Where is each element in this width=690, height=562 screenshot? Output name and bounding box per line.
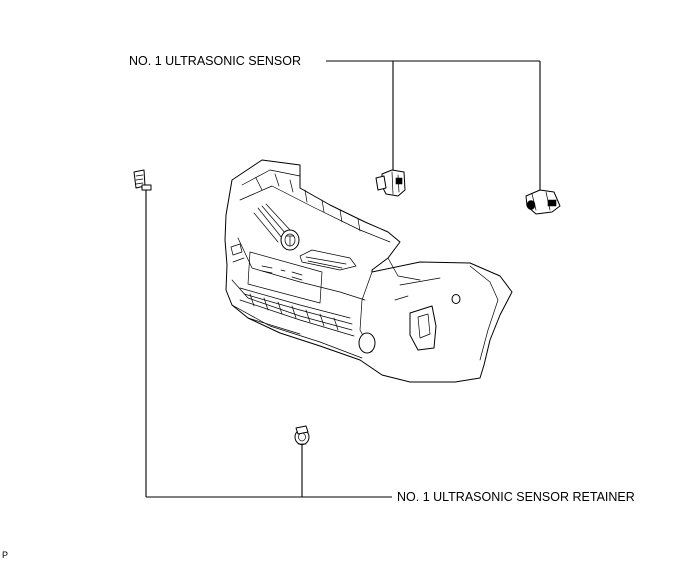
retainer-label: NO. 1 ULTRASONIC SENSOR RETAINER bbox=[397, 490, 635, 504]
ultrasonic-sensor-upper-icon bbox=[375, 169, 406, 197]
ultrasonic-sensor-right-icon bbox=[525, 189, 561, 215]
retainer-leader-lines bbox=[145, 188, 392, 498]
sensor-retainer-lower-icon bbox=[294, 425, 310, 445]
sensor-leader-lines bbox=[326, 60, 541, 190]
sensor-label: NO. 1 ULTRASONIC SENSOR bbox=[129, 54, 301, 68]
sensor-retainer-left-icon bbox=[133, 169, 152, 191]
corner-mark: P bbox=[2, 550, 8, 560]
front-bumper-icon bbox=[224, 159, 513, 383]
